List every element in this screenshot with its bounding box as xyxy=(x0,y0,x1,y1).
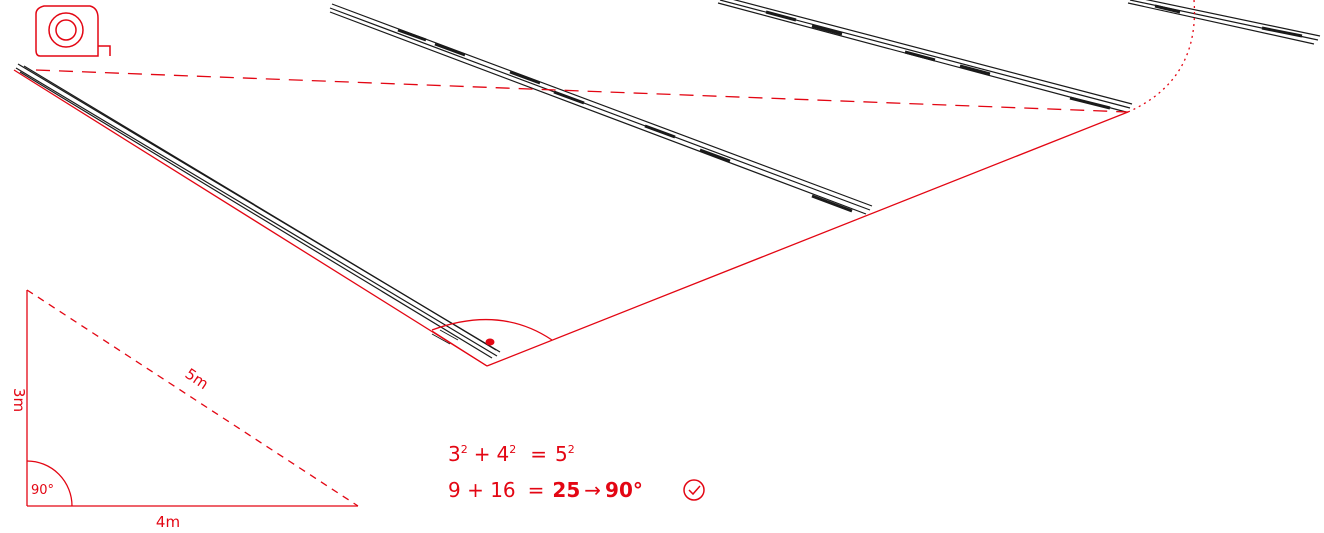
rail-3 xyxy=(717,0,1133,113)
hypotenuse-dashed xyxy=(35,69,1129,113)
triangle-hypotenuse: 5m xyxy=(182,365,212,393)
check-circle-icon xyxy=(683,479,705,501)
rail-4 xyxy=(1127,0,1321,45)
triangle-side-horizontal: 4m xyxy=(156,513,180,531)
equation: 32+42=52 9 + 16=25→90° xyxy=(448,442,705,502)
triangle-angle-arc xyxy=(26,460,73,507)
angle-arc xyxy=(431,318,553,341)
equation-line-1: 32+42=52 xyxy=(448,442,575,466)
ground-line-left xyxy=(13,69,488,367)
ground-line-right xyxy=(486,111,1129,367)
rail-2 xyxy=(329,3,873,215)
triangle-angle-label: 90° xyxy=(31,483,54,498)
triangle-side-vertical: 3m xyxy=(10,388,28,412)
dotted-extension xyxy=(1127,0,1196,113)
tape-measure-icon xyxy=(35,5,111,57)
right-angle-dot-icon xyxy=(485,338,495,346)
rail-1 xyxy=(15,63,501,359)
measurement-lines xyxy=(13,0,1196,367)
triangle-diagram xyxy=(26,289,359,507)
equation-line-2: 9 + 16=25→90° xyxy=(448,478,643,502)
